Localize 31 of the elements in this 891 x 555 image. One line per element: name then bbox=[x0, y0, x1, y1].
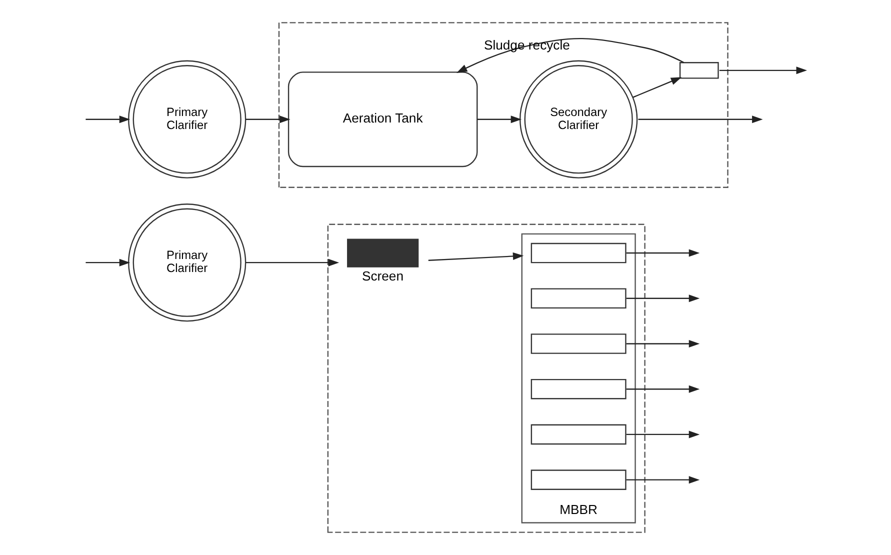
arrow bbox=[86, 258, 130, 266]
arrow bbox=[632, 77, 682, 98]
node-circle: Primary Clarifier bbox=[128, 60, 246, 178]
node-label: Screen bbox=[362, 268, 404, 284]
arrow bbox=[638, 116, 763, 124]
node-bar bbox=[530, 334, 626, 354]
arrow bbox=[719, 66, 808, 74]
arrow bbox=[428, 252, 524, 261]
arrow bbox=[246, 116, 290, 124]
arrow bbox=[86, 116, 130, 124]
node-bar bbox=[530, 288, 626, 309]
node-box: Aeration Tank bbox=[288, 72, 478, 168]
edge-label: Sludge recycle bbox=[484, 37, 570, 52]
arrow bbox=[456, 38, 684, 73]
node-box bbox=[347, 238, 419, 268]
arrow bbox=[626, 476, 700, 484]
arrow bbox=[626, 430, 700, 438]
cluster: MBBR bbox=[521, 233, 636, 524]
node-bar bbox=[530, 424, 626, 445]
node-bar bbox=[530, 242, 626, 264]
node-circle: Primary Clarifier bbox=[128, 204, 246, 322]
arrow bbox=[626, 385, 700, 393]
node-bar bbox=[530, 378, 626, 400]
node-box bbox=[679, 62, 719, 79]
node-circle: Secondary Clarifier bbox=[520, 60, 638, 178]
arrow bbox=[626, 294, 700, 302]
arrow bbox=[626, 249, 700, 257]
arrow bbox=[477, 116, 522, 124]
node-bar bbox=[530, 470, 626, 490]
arrow bbox=[626, 340, 700, 348]
arrow bbox=[246, 258, 340, 266]
